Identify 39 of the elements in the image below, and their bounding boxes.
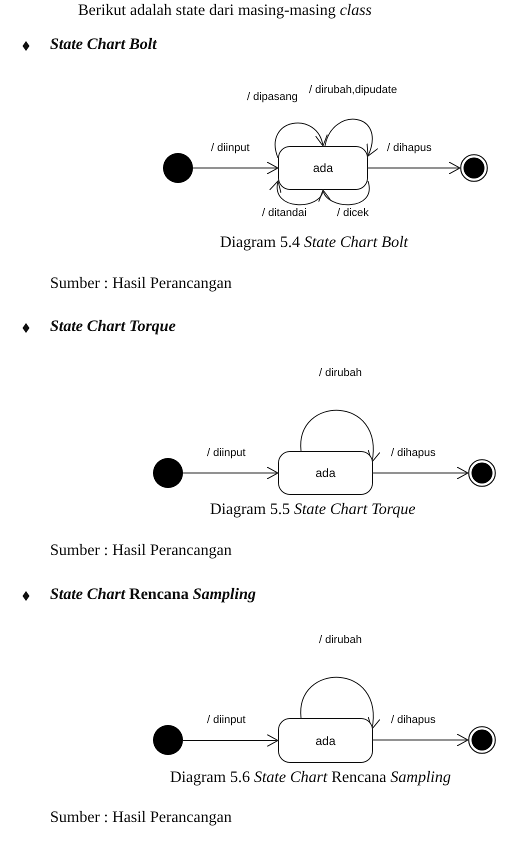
- source-note: Sumber : Hasil Perancangan: [50, 542, 232, 560]
- initial-state-dot: [153, 725, 183, 755]
- final-state-bullseye: [468, 459, 496, 487]
- final-state-bullseye: [460, 154, 488, 182]
- diagram-caption: Diagram 5.4 State Chart Bolt: [220, 234, 408, 252]
- section-heading: State Chart Rencana Sampling: [50, 586, 256, 604]
- edge-label: / dihapus: [386, 142, 433, 155]
- self-transition-arrow: [274, 122, 326, 158]
- edge-label: / diinput: [206, 714, 247, 727]
- edge-label: / dipasang: [246, 91, 299, 104]
- source-note: Sumber : Hasil Perancangan: [50, 809, 232, 827]
- section-heading: State Chart Torque: [50, 318, 176, 336]
- transition-arrow: [372, 466, 468, 480]
- transition-arrow: [182, 466, 278, 480]
- self-transition-arrow: [324, 118, 378, 156]
- edge-label: / diinput: [210, 142, 251, 155]
- section-heading: State Chart Bolt: [50, 36, 157, 54]
- self-transition-arrow: [300, 676, 380, 730]
- edge-label: / diinput: [206, 447, 247, 460]
- transition-arrow: [372, 734, 468, 746]
- edge-label: / dihapus: [390, 447, 437, 460]
- state-box: ada: [278, 718, 373, 763]
- edge-label: / dihapus: [390, 714, 437, 727]
- transition-arrow: [368, 162, 460, 174]
- initial-state-dot: [163, 153, 193, 183]
- final-state-bullseye: [468, 726, 496, 754]
- state-box: ada: [278, 451, 373, 495]
- source-note: Sumber : Hasil Perancangan: [50, 275, 232, 293]
- self-transition-arrow: [270, 180, 324, 206]
- self-transition-arrow: [300, 410, 380, 462]
- initial-state-dot: [153, 458, 183, 488]
- body-text: Berikut adalah state dari masing-masing class: [78, 2, 372, 20]
- edge-label: / dirubah,dipudate: [308, 84, 398, 97]
- transition-arrow: [182, 734, 278, 747]
- diagram-caption: Diagram 5.5 State Chart Torque: [210, 501, 416, 519]
- transition-arrow: [192, 162, 278, 174]
- diagram-caption: Diagram 5.6 State Chart Rencana Sampling: [170, 769, 451, 787]
- state-box: ada: [278, 146, 368, 190]
- self-transition-arrow: [320, 180, 370, 206]
